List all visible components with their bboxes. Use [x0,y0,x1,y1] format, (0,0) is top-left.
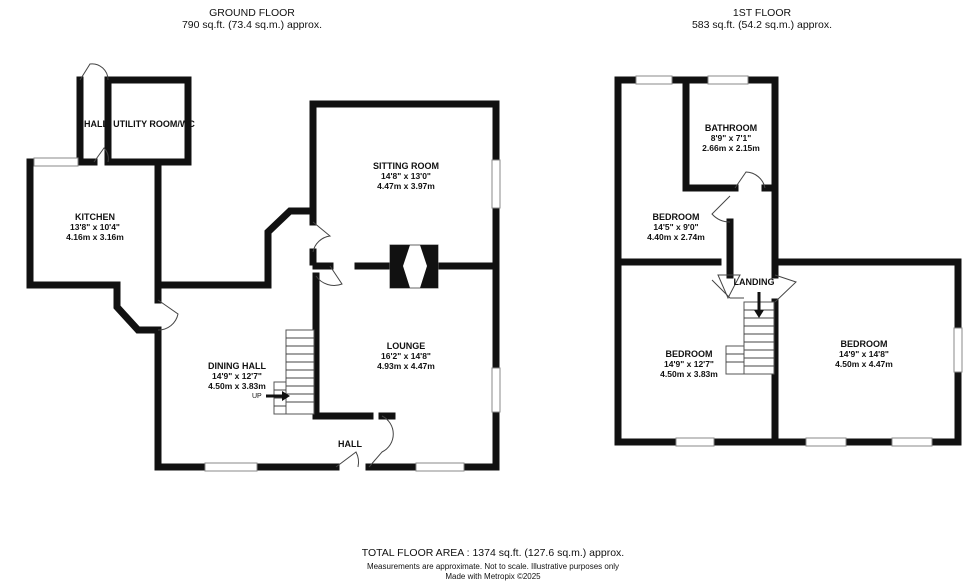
credit-text: Made with Metropix ©2025 [445,572,541,581]
bedroom-left-dim-metric: 4.50m x 3.83m [660,369,718,379]
bathroom-dim-imperial: 8'9" x 7'1" [711,133,751,143]
stairs-up-label: UP [252,393,262,400]
sitting-room-name: SITTING ROOM [373,161,439,171]
fireplace [389,244,439,289]
ground-floor-doors [79,63,394,468]
bedroom-right-dim-imperial: 14'9" x 14'8" [839,349,889,359]
first-floor-title: 1ST FLOOR [733,7,792,19]
hall-top-label: HALL [84,119,108,129]
bedroom-small-dim-imperial: 14'5" x 9'0" [653,222,698,232]
sitting-room-dim-imperial: 14'8" x 13'0" [381,171,431,181]
kitchen-name: KITCHEN [75,212,115,222]
bedroom-right-dim-metric: 4.50m x 4.47m [835,359,893,369]
ground-floor-stairs [266,329,315,415]
kitchen-dim-imperial: 13'8" x 10'4" [70,222,120,232]
first-floor-windows [635,75,963,447]
dining-hall-name: DINING HALL [208,361,266,371]
first-floor-stairs [725,292,775,375]
bedroom-small-dim-metric: 4.40m x 2.74m [647,232,705,242]
lounge-dim-imperial: 16'2" x 14'8" [381,351,431,361]
lounge-name: LOUNGE [387,341,426,351]
dining-hall-dim-imperial: 14'9" x 12'7" [212,371,262,381]
kitchen-dim-metric: 4.16m x 3.16m [66,232,124,242]
bedroom-small-name: BEDROOM [653,212,700,222]
utility-room-label: UTILITY ROOM/WC [113,119,195,129]
bedroom-right-name: BEDROOM [841,339,888,349]
first-floor-walls [614,76,962,446]
sitting-room-dim-metric: 4.47m x 3.97m [377,181,435,191]
bathroom-dim-metric: 2.66m x 2.15m [702,143,760,153]
bedroom-left-name: BEDROOM [666,349,713,359]
total-floor-area: TOTAL FLOOR AREA : 1374 sq.ft. (127.6 sq… [362,547,624,559]
landing-label: LANDING [734,277,775,287]
hall-bottom-label: HALL [338,439,362,449]
ground-floor-area: 790 sq.ft. (73.4 sq.m.) approx. [182,19,322,31]
ground-floor-title: GROUND FLOOR [209,7,295,19]
dining-hall-dim-metric: 4.50m x 3.83m [208,381,266,391]
first-floor-area: 583 sq.ft. (54.2 sq.m.) approx. [692,19,832,31]
disclaimer-text: Measurements are approximate. Not to sca… [367,562,619,571]
lounge-dim-metric: 4.93m x 4.47m [377,361,435,371]
first-floor-doors [711,171,797,303]
bedroom-left-dim-imperial: 14'9" x 12'7" [664,359,714,369]
ground-floor-windows [33,157,501,472]
bathroom-name: BATHROOM [705,123,757,133]
